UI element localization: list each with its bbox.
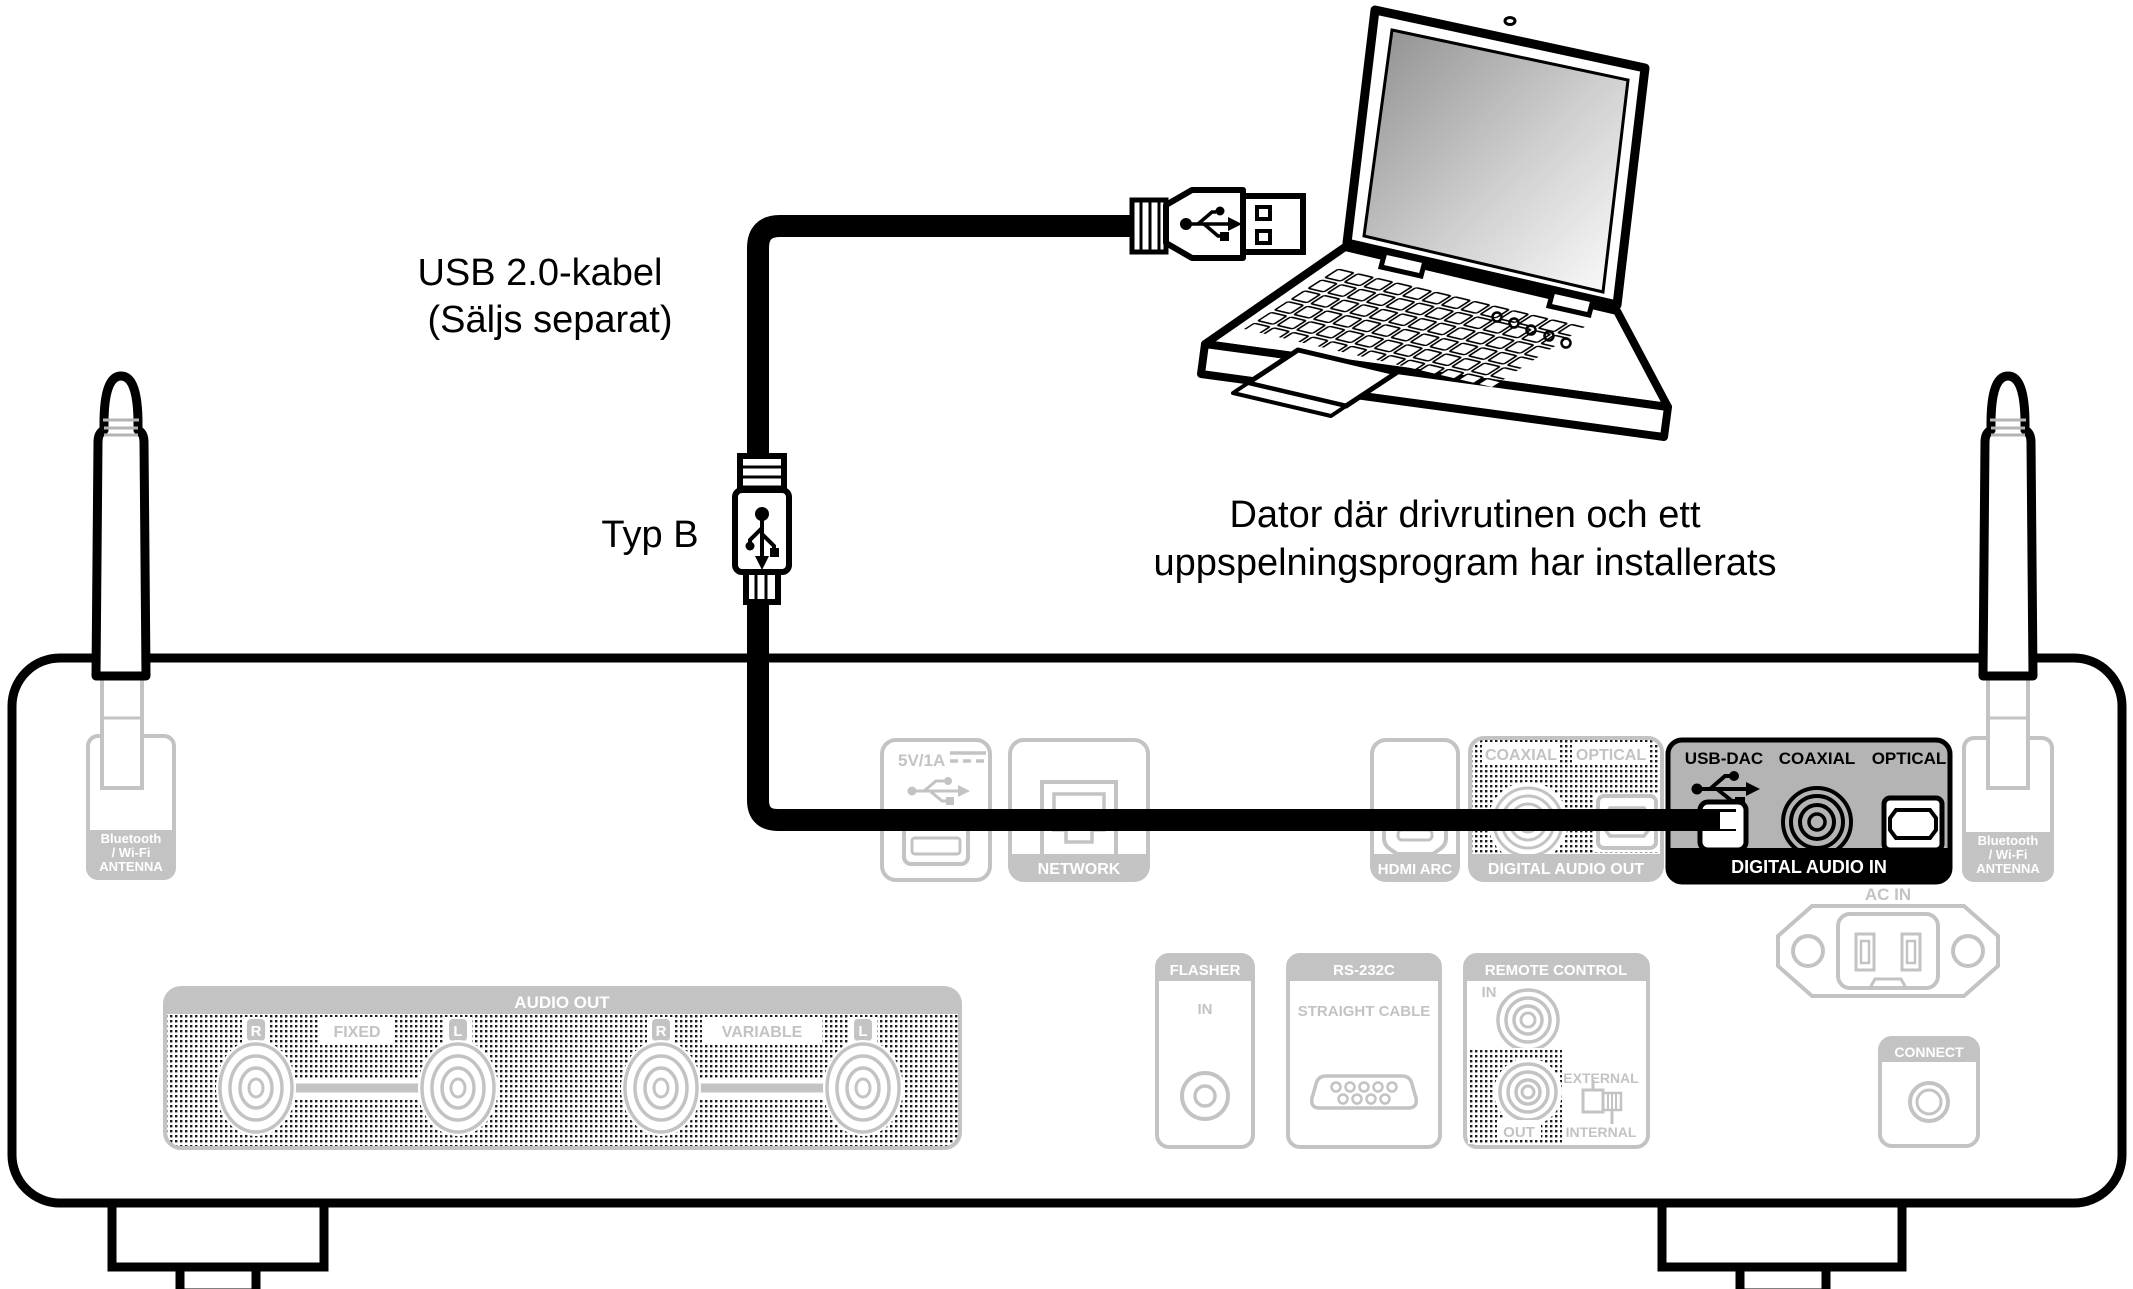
usb-a-plug [1129,187,1306,261]
flasher-in-label: IN [1198,1001,1213,1018]
rca-jack-fixed-r [216,1040,296,1136]
antenna-right [1978,371,2038,681]
antenna-right-label-3: ANTENNA [1976,861,2040,876]
usb-type-b-connector [732,453,792,605]
ac-screw-right [1951,934,1985,968]
network-label: NETWORK [1038,861,1121,878]
dao-title: DIGITAL AUDIO OUT [1488,861,1644,878]
dao-optical-label: OPTICAL [1576,747,1646,764]
connect-jack [1908,1081,1950,1123]
type-b-annotation: Typ B [601,514,698,556]
computer-annotation-line2: uppspelningsprogram har installerats [1153,542,1776,584]
antenna-left-label-3: ANTENNA [99,859,163,874]
remote-out-label: OUT [1503,1124,1535,1141]
dao-coaxial-label: COAXIAL [1485,747,1557,764]
usb-power-label: 5V/1A [898,751,945,770]
rca-jack-variable-l [823,1040,903,1136]
dai-badge [1668,848,1950,882]
touchpad-buttons [1231,381,1348,418]
connect-section: CONNECT [1878,1036,1980,1148]
network-badge [1010,854,1148,880]
audio-out-r1: R [251,1023,262,1040]
rs232c-title: RS-232C [1333,962,1395,979]
usb-cable-upper [747,215,1140,462]
ac-screw-left [1791,934,1825,968]
dai-title: DIGITAL AUDIO IN [1731,857,1887,877]
usb-cable-lower [747,594,1736,831]
audio-out-section: AUDIO OUT R FIXED L R VARIABLE L [163,986,962,1150]
de9-connector [1309,1074,1419,1110]
rca-jack-variable-r [621,1040,701,1136]
ac-socket [1836,912,1940,990]
antenna-left-base: Bluetooth / Wi-Fi ANTENNA [86,658,176,880]
rs232c-section: RS-232C STRAIGHT CABLE [1286,953,1442,1149]
dai-optical-label: OPTICAL [1872,749,1947,768]
connect-title: CONNECT [1894,1044,1964,1060]
audio-out-variable: VARIABLE [722,1024,803,1041]
hinge-left [1377,249,1429,279]
dai-optical-jack [1881,795,1945,853]
audio-out-title: AUDIO OUT [514,993,610,1012]
indicator-lights [1491,311,1572,349]
audio-out-l1: L [453,1023,462,1040]
antenna-right-label-2: / Wi-Fi [1989,847,2028,862]
cable-annotation-line2: (Säljs separat) [428,299,673,341]
laptop-keyboard [1244,268,1586,387]
laptop-illustration [1197,5,1672,441]
remote-internal-label: INTERNAL [1566,1124,1637,1140]
computer-annotation-line1: Dator där drivrutinen och ett [1229,494,1700,536]
rs232c-note: STRAIGHT CABLE [1298,1003,1431,1020]
remote-external-label: EXTERNAL [1563,1070,1639,1086]
webcam-icon [1503,16,1517,26]
remote-control-section: REMOTE CONTROL IN OUT EXTERNAL INT [1463,953,1650,1149]
cable-annotation-line1: USB 2.0-kabel [417,252,662,294]
usb-icon-plug [1180,206,1242,241]
antenna-left-label-2: / Wi-Fi [112,845,151,860]
flasher-jack [1180,1071,1230,1121]
antenna-left-badge [88,830,174,878]
audio-out-fixed: FIXED [333,1024,380,1041]
dai-usb-dac-label: USB-DAC [1685,749,1763,768]
usb-power-port: 5V/1A [880,738,992,882]
remote-in-label: IN [1482,984,1497,1001]
ac-inlet: AC IN [1776,885,2000,998]
audio-out-l2: L [858,1023,867,1040]
foot-left [107,1198,329,1289]
antenna-right-label-1: Bluetooth [1978,833,2039,848]
antenna-right-base: Bluetooth / Wi-Fi ANTENNA [1962,658,2054,882]
hinge-right [1545,288,1597,318]
flasher-section: FLASHER IN [1155,953,1255,1149]
usb-b-port-tip [1720,812,1736,829]
audio-out-r2: R [656,1023,667,1040]
antenna-left-label-1: Bluetooth [101,831,162,846]
remote-title: REMOTE CONTROL [1485,962,1628,979]
laptop-screen [1362,28,1630,294]
remote-switch-icon [1581,1080,1623,1124]
usb-icon-5v [907,777,970,805]
flasher-title: FLASHER [1170,962,1241,979]
dai-coaxial-label: COAXIAL [1779,749,1856,768]
usb-a-metal-shield [1240,193,1306,255]
audio-out-badge [165,988,960,1014]
usb-icon-type-b [745,507,779,570]
antenna-right-badge [1964,832,2052,880]
digital-audio-in-section: USB-DAC COAXIAL OPTICAL DIGITAL AUDIO IN [1665,737,1953,885]
foot-right [1657,1198,1907,1289]
antenna-left [91,371,151,681]
hdmi-label: HDMI ARC [1378,861,1453,878]
ac-in-label: AC IN [1865,885,1911,904]
dao-badge [1470,854,1662,880]
hdmi-badge [1372,854,1458,880]
rca-jack-fixed-l [418,1040,498,1136]
usb-cable [747,215,1736,831]
